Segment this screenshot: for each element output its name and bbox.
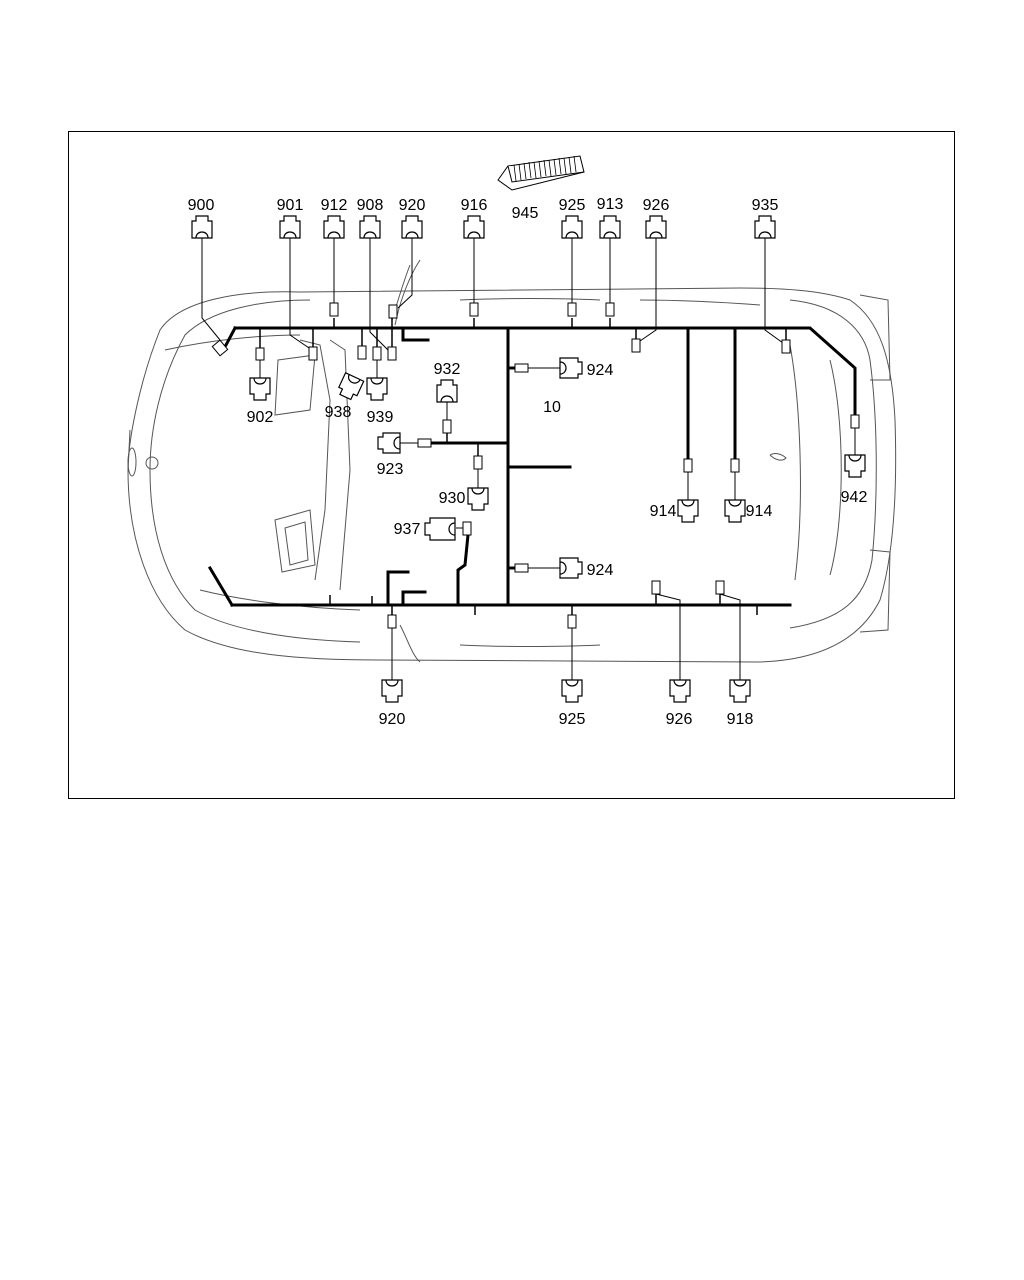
inline-connector	[388, 304, 398, 319]
label-937: 937	[394, 521, 421, 538]
inline-connectors	[211, 302, 860, 629]
label-945: 945	[512, 205, 539, 222]
connector-901	[279, 215, 301, 239]
label-916: 916	[461, 197, 488, 214]
label-901: 901	[277, 197, 304, 214]
label-908: 908	[357, 197, 384, 214]
label-926-bottom: 926	[666, 711, 693, 728]
inline-connector	[850, 414, 860, 429]
connector-924-lower	[559, 557, 583, 579]
label-harness-10: 10	[543, 399, 561, 416]
label-939: 939	[367, 409, 394, 426]
label-930: 930	[439, 490, 466, 507]
connector-920-bottom	[381, 679, 403, 703]
diagram-frame	[68, 131, 955, 799]
inline-connector	[255, 347, 265, 361]
connector-930	[467, 487, 489, 511]
wiring-harness	[207, 325, 857, 608]
connector-939	[366, 377, 388, 401]
inline-connector	[514, 563, 529, 573]
inline-connector	[631, 338, 641, 353]
label-918: 918	[727, 711, 754, 728]
label-920-top: 920	[399, 197, 426, 214]
label-914-left: 914	[650, 503, 677, 520]
inline-connector	[442, 419, 452, 434]
inline-connector	[715, 580, 725, 595]
inline-connector	[514, 363, 529, 373]
label-942: 942	[841, 489, 868, 506]
inline-connector	[781, 339, 791, 354]
connector-900	[191, 215, 213, 239]
connector-926-top	[645, 215, 667, 239]
connector-916	[463, 215, 485, 239]
inline-connector	[605, 302, 615, 317]
inline-connector	[417, 438, 432, 448]
connector-912	[323, 215, 345, 239]
label-913: 913	[597, 196, 624, 213]
label-920-bottom: 920	[379, 711, 406, 728]
connector-935	[754, 215, 776, 239]
inline-connector	[567, 614, 577, 629]
label-935: 935	[752, 197, 779, 214]
connector-918	[729, 679, 751, 703]
connector-923	[377, 432, 401, 454]
label-900: 900	[188, 197, 215, 214]
connector-908	[359, 215, 381, 239]
inline-connector	[211, 339, 229, 357]
connector-920-top	[401, 215, 423, 239]
connector-938	[338, 372, 365, 401]
connector-925-bottom	[561, 679, 583, 703]
connector-902	[249, 377, 271, 401]
inline-connector	[567, 302, 577, 317]
connector-942	[844, 454, 866, 478]
label-932: 932	[434, 361, 461, 378]
connector-937	[424, 517, 456, 541]
inline-connector	[387, 614, 397, 629]
label-925-top: 925	[559, 197, 586, 214]
label-924-lower: 924	[587, 562, 614, 579]
connector-914-left	[677, 499, 699, 523]
label-925-bottom: 925	[559, 711, 586, 728]
inline-connector	[357, 345, 367, 360]
inline-connector	[730, 458, 740, 473]
label-902: 902	[247, 409, 274, 426]
inline-connector	[387, 346, 397, 361]
connector-913	[599, 215, 621, 239]
inline-connector	[308, 346, 318, 361]
label-926-top: 926	[643, 197, 670, 214]
vehicle-outline	[127, 259, 897, 663]
inline-connector	[651, 580, 661, 595]
leader-lines	[201, 238, 856, 680]
connector-924-upper	[559, 357, 583, 379]
connector-945	[497, 155, 585, 191]
label-912: 912	[321, 197, 348, 214]
connector-914-right	[724, 499, 746, 523]
label-938: 938	[325, 404, 352, 421]
label-923: 923	[377, 461, 404, 478]
connector-926-bottom	[669, 679, 691, 703]
label-924-upper: 924	[587, 362, 614, 379]
inline-connector	[469, 302, 479, 317]
inline-connector	[462, 521, 472, 536]
connector-932	[436, 379, 458, 403]
connector-925-top	[561, 215, 583, 239]
harness-stubs	[259, 318, 787, 618]
inline-connector	[372, 346, 382, 361]
inline-connector	[473, 455, 483, 470]
inline-connector	[329, 302, 339, 317]
inline-connector	[683, 458, 693, 473]
label-914-right: 914	[746, 503, 773, 520]
